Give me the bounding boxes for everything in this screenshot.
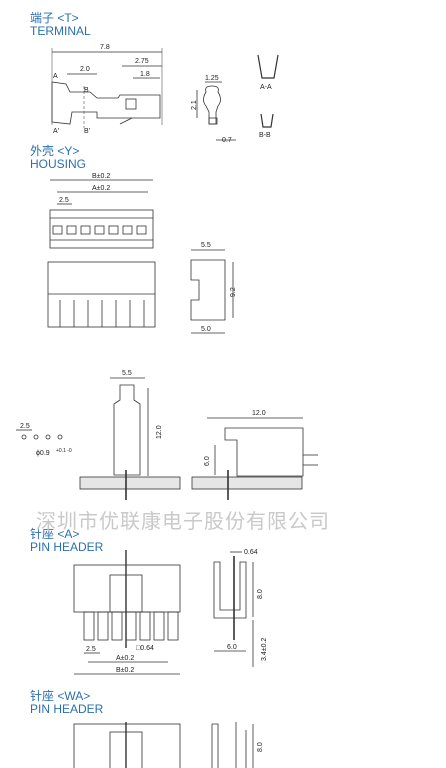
dim-pha-b: B±0.2 — [116, 667, 134, 674]
hole-pattern — [16, 429, 63, 440]
housing-title-cn: 外壳 <Y> — [30, 144, 80, 158]
terminal-hole — [125, 98, 137, 110]
pin-header-a-title-en: PIN HEADER — [30, 540, 104, 554]
housing-cavity — [108, 225, 119, 235]
dim-housing-w2: 5.0 — [201, 326, 211, 333]
housing-title-en: HOUSING — [30, 157, 87, 171]
dim-housing-h: 9.2 — [230, 287, 237, 297]
hole — [45, 434, 51, 440]
hole — [33, 434, 39, 440]
view-aa-label: A-A — [260, 84, 272, 91]
assembly-housing-side — [224, 427, 304, 477]
pcb-board — [79, 476, 181, 490]
terminal-front-outline — [203, 85, 221, 125]
dim-sect-w: 1.25 — [205, 75, 219, 82]
pin-leg — [97, 611, 109, 641]
dim-phwa-h: 8.0 — [257, 742, 264, 752]
dim-assembly-ph: 6.0 — [204, 456, 211, 466]
label-b-bottom: B' — [84, 128, 90, 135]
section-pin-header-a: 针座 <A> PIN HEADER — [30, 528, 103, 554]
pin-leg — [125, 611, 137, 641]
terminal-side-view — [51, 48, 163, 128]
terminal-title-en: TERMINAL — [30, 24, 91, 38]
pin-header-wa-title-cn: 针座 <WA> — [30, 689, 91, 703]
hole — [21, 434, 27, 440]
assembly-view-1 — [79, 377, 181, 500]
label-a-top: A — [53, 73, 58, 80]
section-bb-shape — [260, 113, 274, 128]
section-pin-header-wa: 针座 <WA> PIN HEADER — [30, 690, 103, 716]
pcb-board-2 — [191, 476, 303, 490]
assembly-view-2 — [191, 417, 318, 500]
housing-side-outline — [190, 259, 226, 321]
pin-leg — [139, 611, 151, 641]
pin-header-wa-title-en: PIN HEADER — [30, 702, 104, 716]
housing-front-outline — [47, 261, 156, 328]
housing-cavity — [66, 225, 77, 235]
terminal-outline — [51, 81, 161, 125]
dim-assembly-w: 5.5 — [122, 370, 132, 377]
dim-pha-tail: 3.4±0.2 — [261, 638, 268, 661]
terminal-title-cn: 端子 <T> — [30, 11, 79, 25]
housing-cavity — [94, 225, 105, 235]
dim-d3: 1.8 — [140, 71, 150, 78]
housing-front-view — [47, 261, 156, 328]
pin-header-a-side — [213, 551, 254, 667]
housing-top-view — [49, 179, 154, 249]
housing-cavity — [136, 225, 147, 235]
dim-hole-pitch: 2.5 — [20, 423, 30, 430]
section-aa-shape — [257, 54, 279, 79]
view-bb-label: B-B — [259, 132, 271, 139]
label-a-bottom: A' — [53, 128, 59, 135]
dim-d1: 2.75 — [135, 58, 149, 65]
pin-header-wa-body — [73, 723, 181, 768]
dim-assembly-h: 12.0 — [156, 425, 163, 439]
pin-leg — [83, 611, 95, 641]
section-terminal: 端子 <T> TERMINAL — [30, 12, 91, 38]
dim-housing-pitch: 2.5 — [59, 197, 69, 204]
dim-pha-pin: 0.64 — [244, 549, 258, 556]
dim-housing-b: B±0.2 — [92, 173, 110, 180]
terminal-tab — [119, 117, 133, 125]
pin-header-wa-side — [211, 722, 254, 768]
pin-header-side-outline — [213, 561, 247, 619]
pin-header-a-title-cn: 针座 <A> — [30, 527, 80, 541]
dim-pha-a: A±0.2 — [116, 655, 134, 662]
dim-sect-b: 0.7 — [222, 137, 232, 144]
pin-header-body — [73, 564, 181, 613]
dim-pha-pitch: 2.5 — [86, 646, 96, 653]
pin-header-wa-side-outline — [211, 722, 247, 768]
terminal-front-base — [208, 117, 218, 125]
pin-leg — [153, 611, 165, 641]
label-b-top: B — [84, 87, 89, 94]
assembly-housing — [113, 384, 141, 476]
section-housing: 外壳 <Y> HOUSING — [30, 145, 86, 171]
dim-housing-w1: 5.5 — [201, 242, 211, 249]
dim-length: 7.8 — [100, 44, 110, 51]
dim-assembly-l: 12.0 — [252, 410, 266, 417]
pin-leg — [167, 611, 179, 641]
pin-leg — [111, 611, 123, 641]
dim-housing-a: A±0.2 — [92, 185, 110, 192]
pin-header-wa-front — [73, 722, 181, 768]
terminal-front-view — [196, 81, 236, 141]
dim-hole: ϕ0.9 — [36, 450, 50, 457]
dim-sect-h: 2.1 — [191, 100, 198, 110]
dim-pha-h: 8.0 — [257, 589, 264, 599]
housing-top-outline — [49, 209, 154, 249]
housing-cavity — [122, 225, 133, 235]
dim-pha-w: 6.0 — [227, 644, 237, 651]
housing-cavity — [52, 225, 63, 235]
housing-cavity — [80, 225, 91, 235]
dim-pha-sq: □0.64 — [136, 645, 154, 652]
dim-d2: 2.0 — [80, 66, 90, 73]
watermark: 深圳市优联康电子股份有限公司 — [36, 509, 330, 533]
pin-header-a-front — [73, 550, 181, 675]
hole — [57, 434, 63, 440]
housing-side-view — [190, 249, 234, 334]
dim-hole-tol: +0.1 -0 — [56, 448, 72, 454]
